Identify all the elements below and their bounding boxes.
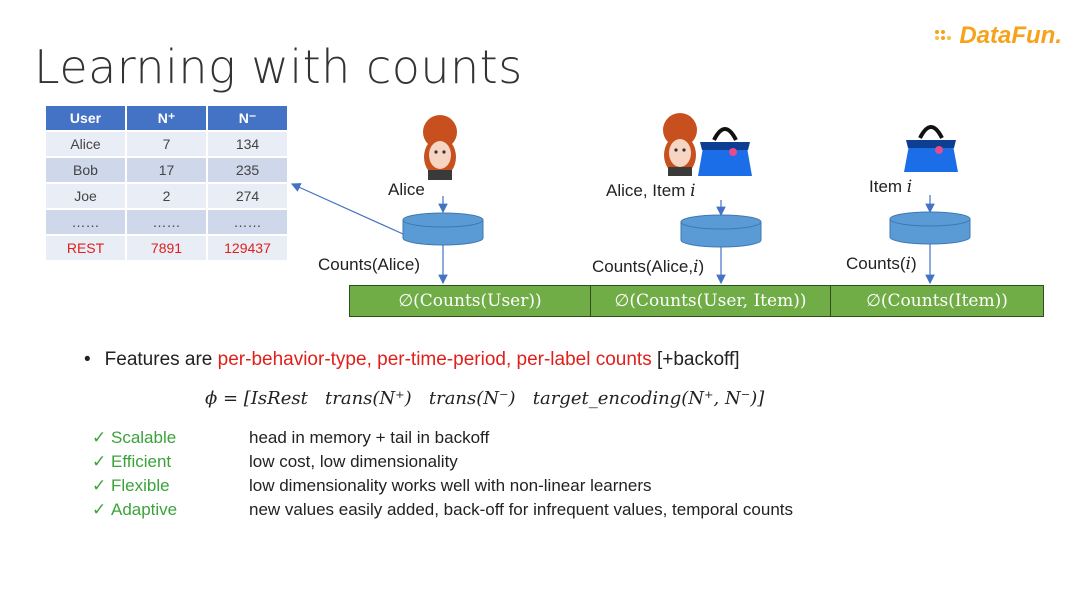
item-variable: i (906, 177, 913, 197)
check-icon: ✓ (92, 428, 107, 447)
table-cell: 7 (127, 132, 206, 156)
checklist-desc: new values easily added, back-off for in… (249, 500, 793, 519)
alice-avatar-icon (663, 113, 697, 176)
table-cell: 7891 (127, 236, 206, 260)
phi-formula: ϕ = [IsRest trans(N⁺) trans(N⁻) target_e… (205, 388, 765, 409)
database-icon (889, 211, 971, 245)
checklist-term: Efficient (110, 452, 172, 471)
table-cell: …… (208, 210, 287, 234)
features-highlight: per-behavior-type, per-time-period, per-… (217, 349, 652, 370)
table-cell: …… (46, 210, 125, 234)
alice-label: Alice (388, 180, 425, 199)
table-row: Alice 7 134 (46, 132, 287, 156)
feature-bar-user: ∅(Counts(User)) (349, 285, 591, 317)
table-row-rest: REST 7891 129437 (46, 236, 287, 260)
table-cell: Joe (46, 184, 125, 208)
table-cell: 274 (208, 184, 287, 208)
database-icon (680, 214, 762, 248)
table-cell: 134 (208, 132, 287, 156)
checklist-term: Adaptive (110, 500, 178, 519)
count-diagram (290, 113, 971, 285)
table-cell: 235 (208, 158, 287, 182)
col-header-nneg: N⁻ (208, 106, 287, 130)
datafun-logo: DataFun. (933, 22, 1062, 50)
handbag-icon (904, 125, 958, 172)
table-row: Joe 2 274 (46, 184, 287, 208)
logo-text: DataFun. (959, 22, 1062, 49)
table-cell: 129437 (208, 236, 287, 260)
checklist-item: ✓ Efficient low cost, low dimensionality (92, 452, 458, 472)
table-header-row: User N⁺ N⁻ (46, 106, 287, 130)
checklist-item: ✓ Flexible low dimensionality works well… (92, 476, 652, 496)
table-row: Bob 17 235 (46, 158, 287, 182)
item-variable: i (690, 181, 696, 201)
database-icon (402, 212, 484, 246)
counts-alice-item-label: Counts(Alice,i) (592, 257, 705, 277)
alice-item-label: Alice, Item i (606, 181, 696, 201)
logo-dots-icon (935, 30, 952, 40)
counts-alice-label: Counts(Alice) (318, 255, 421, 274)
feature-bar-item: ∅(Counts(Item)) (830, 285, 1044, 317)
check-icon: ✓ (92, 500, 107, 519)
table-cell: Alice (46, 132, 125, 156)
table-cell: Bob (46, 158, 125, 182)
features-bullet: •Features are per-behavior-type, per-tim… (84, 349, 740, 370)
bullet-dot: • (84, 349, 91, 370)
alice-avatar-icon (423, 115, 457, 180)
col-header-npos: N⁺ (127, 106, 206, 130)
checklist-desc: low dimensionality works well with non-l… (249, 476, 652, 495)
checklist-term: Flexible (110, 476, 170, 495)
checklist-item: ✓ Adaptive new values easily added, back… (92, 500, 793, 520)
checklist-desc: head in memory + tail in backoff (249, 428, 490, 447)
table-cell: 2 (127, 184, 206, 208)
counts-item-label: Counts(i) (846, 254, 917, 274)
item-label: Item i (869, 177, 913, 197)
slide-title: Learning with counts (34, 40, 523, 94)
table-cell: …… (127, 210, 206, 234)
counts-table: User N⁺ N⁻ Alice 7 134 Bob 17 235 Joe 2 … (44, 104, 289, 262)
table-row: …… …… …… (46, 210, 287, 234)
checklist-item: ✓ Scalable head in memory + tail in back… (92, 428, 489, 448)
handbag-icon (698, 127, 752, 176)
col-header-user: User (46, 106, 125, 130)
check-icon: ✓ (92, 476, 107, 495)
check-icon: ✓ (92, 452, 107, 471)
checklist-term: Scalable (110, 428, 177, 447)
feature-bar-user-item: ∅(Counts(User, Item)) (590, 285, 831, 317)
table-cell: REST (46, 236, 125, 260)
table-cell: 17 (127, 158, 206, 182)
checklist-desc: low cost, low dimensionality (249, 452, 458, 471)
